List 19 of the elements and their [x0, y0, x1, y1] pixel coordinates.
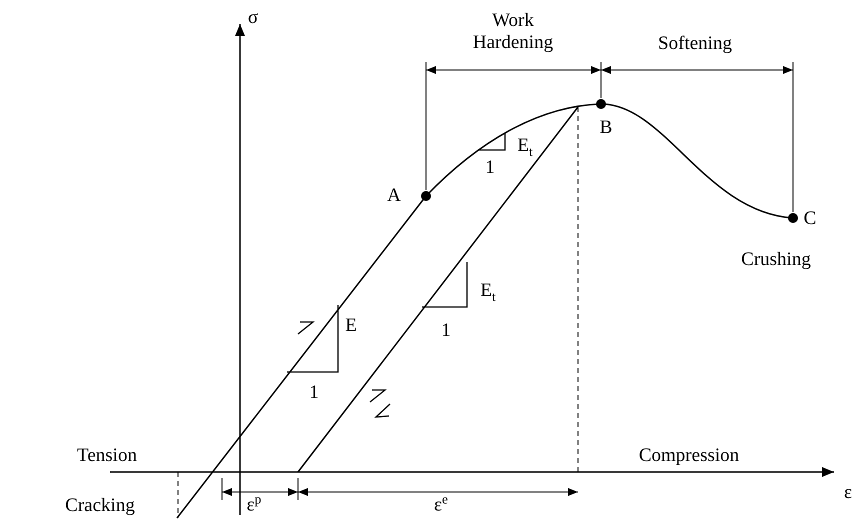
text-label: Compression: [638, 445, 740, 467]
text-label: E$_{t}$: [517, 134, 533, 160]
text-label: 1: [309, 382, 319, 404]
text-label: E: [345, 315, 357, 337]
text-label: B: [600, 117, 612, 139]
text-label: ε$^{e}$: [434, 491, 448, 517]
text-label: E$_{t}$: [480, 280, 496, 304]
text-label: Work Hardening: [472, 10, 554, 54]
text-label: C: [804, 208, 816, 230]
text-label: ε$^{p}$: [246, 491, 262, 517]
text-label: Tension: [77, 445, 137, 467]
text-label: A: [387, 185, 401, 207]
text-label: 1: [485, 157, 495, 179]
text-label: Cracking: [65, 495, 135, 517]
text-label: Softening: [658, 33, 732, 55]
text-label: Crushing: [741, 249, 811, 271]
text-label: ε: [844, 482, 852, 504]
text-label: σ: [248, 7, 258, 29]
text-label: 1: [441, 320, 451, 342]
